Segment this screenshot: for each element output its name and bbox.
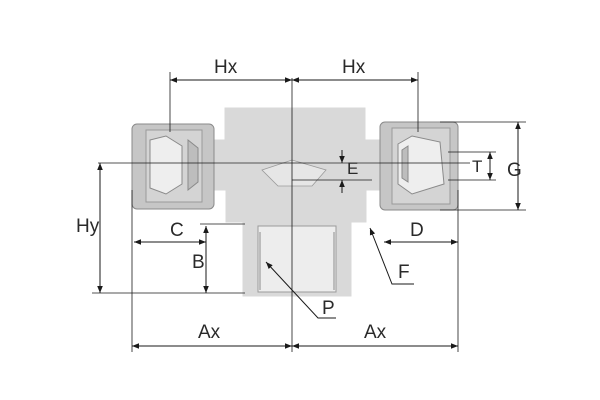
label-t: T xyxy=(472,157,482,176)
label-hx-left: Hx xyxy=(214,57,238,78)
extension-lines xyxy=(92,72,526,352)
label-g: G xyxy=(507,160,522,181)
label-ax-left: Ax xyxy=(198,322,221,343)
label-p: P xyxy=(322,298,335,319)
dimension-lines xyxy=(97,77,521,349)
label-f: F xyxy=(398,262,410,283)
left-nut xyxy=(131,123,215,210)
label-ax-right: Ax xyxy=(364,322,387,343)
center-lines xyxy=(98,78,470,352)
label-d: D xyxy=(410,220,424,241)
label-e: E xyxy=(347,159,358,178)
label-hx-right: Hx xyxy=(342,57,366,78)
dimension-labels: Hx Hx Hy G T E C D B F P Ax Ax xyxy=(76,57,522,343)
label-hy: Hy xyxy=(76,216,100,237)
right-nut xyxy=(379,121,459,211)
label-b: B xyxy=(192,252,205,273)
label-c: C xyxy=(170,220,184,241)
